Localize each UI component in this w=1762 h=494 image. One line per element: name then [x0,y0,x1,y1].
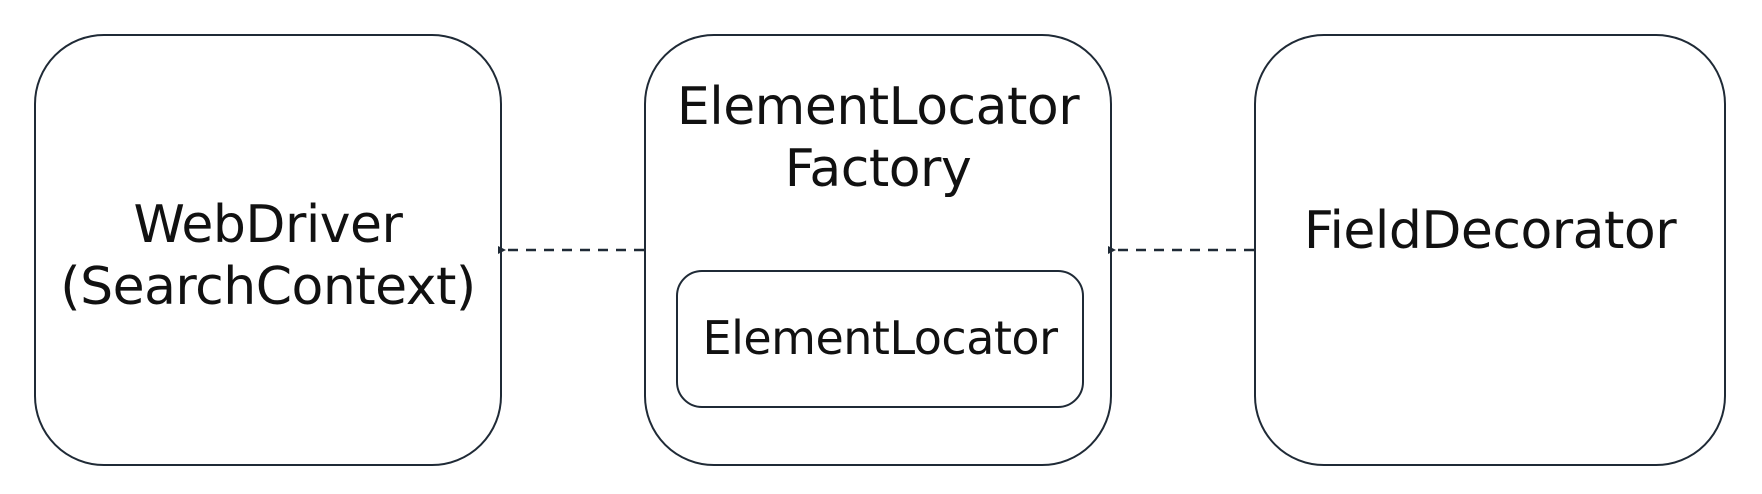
element-locator-factory-label-line1: ElementLocator [676,77,1080,137]
element-locator-factory-label-line2: Factory [784,139,972,199]
field-decorator-label: FieldDecorator [1303,201,1677,261]
webdriver-label-line1: WebDriver [133,195,403,255]
webdriver-label-line2: (SearchContext) [60,257,476,317]
element-locator-label: ElementLocator [702,311,1058,365]
field-decorator-node: FieldDecorator [1254,34,1726,466]
element-locator-node: ElementLocator [676,270,1084,408]
webdriver-node: WebDriver (SearchContext) [34,34,502,466]
